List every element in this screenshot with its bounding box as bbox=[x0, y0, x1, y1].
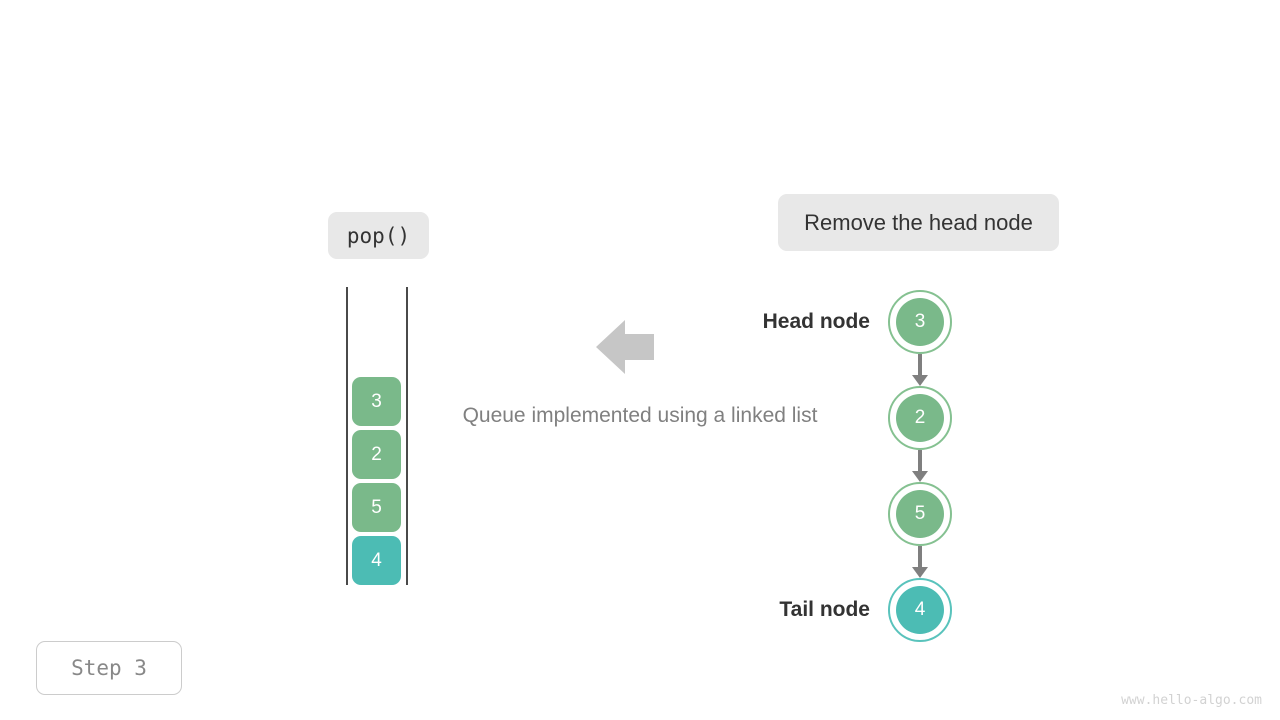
node-ring bbox=[888, 482, 952, 546]
linked-list-node: 5 bbox=[888, 482, 952, 546]
step-badge: Step 3 bbox=[36, 641, 182, 695]
linked-list-node: 4 bbox=[888, 578, 952, 642]
queue-rail-right bbox=[406, 287, 408, 585]
queue-box: 2 bbox=[352, 430, 401, 479]
queue-box: 4 bbox=[352, 536, 401, 585]
node-value: 2 bbox=[896, 394, 944, 442]
linked-list-arrowhead-icon bbox=[912, 567, 928, 578]
queue-rail-left bbox=[346, 287, 348, 585]
node-ring bbox=[888, 578, 952, 642]
operation-label: pop() bbox=[328, 212, 429, 259]
queue-box: 5 bbox=[352, 483, 401, 532]
watermark: www.hello-algo.com bbox=[1121, 693, 1262, 708]
node-value: 5 bbox=[896, 490, 944, 538]
node-value: 3 bbox=[896, 298, 944, 346]
linked-list-node: 2 bbox=[888, 386, 952, 450]
queue-box-stack: 3 2 5 4 bbox=[352, 377, 401, 585]
linked-list-node: 3 bbox=[888, 290, 952, 354]
linked-list-connector bbox=[918, 450, 922, 473]
structure-caption: Queue implemented using a linked list bbox=[462, 404, 818, 427]
action-description-label: Remove the head node bbox=[778, 194, 1059, 251]
linked-list-diagram: 3 2 5 4 bbox=[888, 290, 952, 642]
queue-box-value: 4 bbox=[371, 549, 382, 571]
node-ring bbox=[888, 290, 952, 354]
linked-list-arrowhead-icon bbox=[912, 375, 928, 386]
tail-node-label: Tail node bbox=[779, 598, 870, 621]
queue-box-value: 2 bbox=[371, 443, 382, 465]
node-value: 4 bbox=[896, 586, 944, 634]
linked-list-connector bbox=[918, 354, 922, 377]
queue-box: 3 bbox=[352, 377, 401, 426]
linked-list-arrowhead-icon bbox=[912, 471, 928, 482]
queue-box-value: 3 bbox=[371, 390, 382, 412]
node-ring bbox=[888, 386, 952, 450]
queue-box-value: 5 bbox=[371, 496, 382, 518]
left-arrow-icon bbox=[596, 320, 654, 374]
linked-list-connector bbox=[918, 546, 922, 569]
queue-column: 3 2 5 4 bbox=[346, 287, 408, 585]
head-node-label: Head node bbox=[762, 310, 870, 333]
